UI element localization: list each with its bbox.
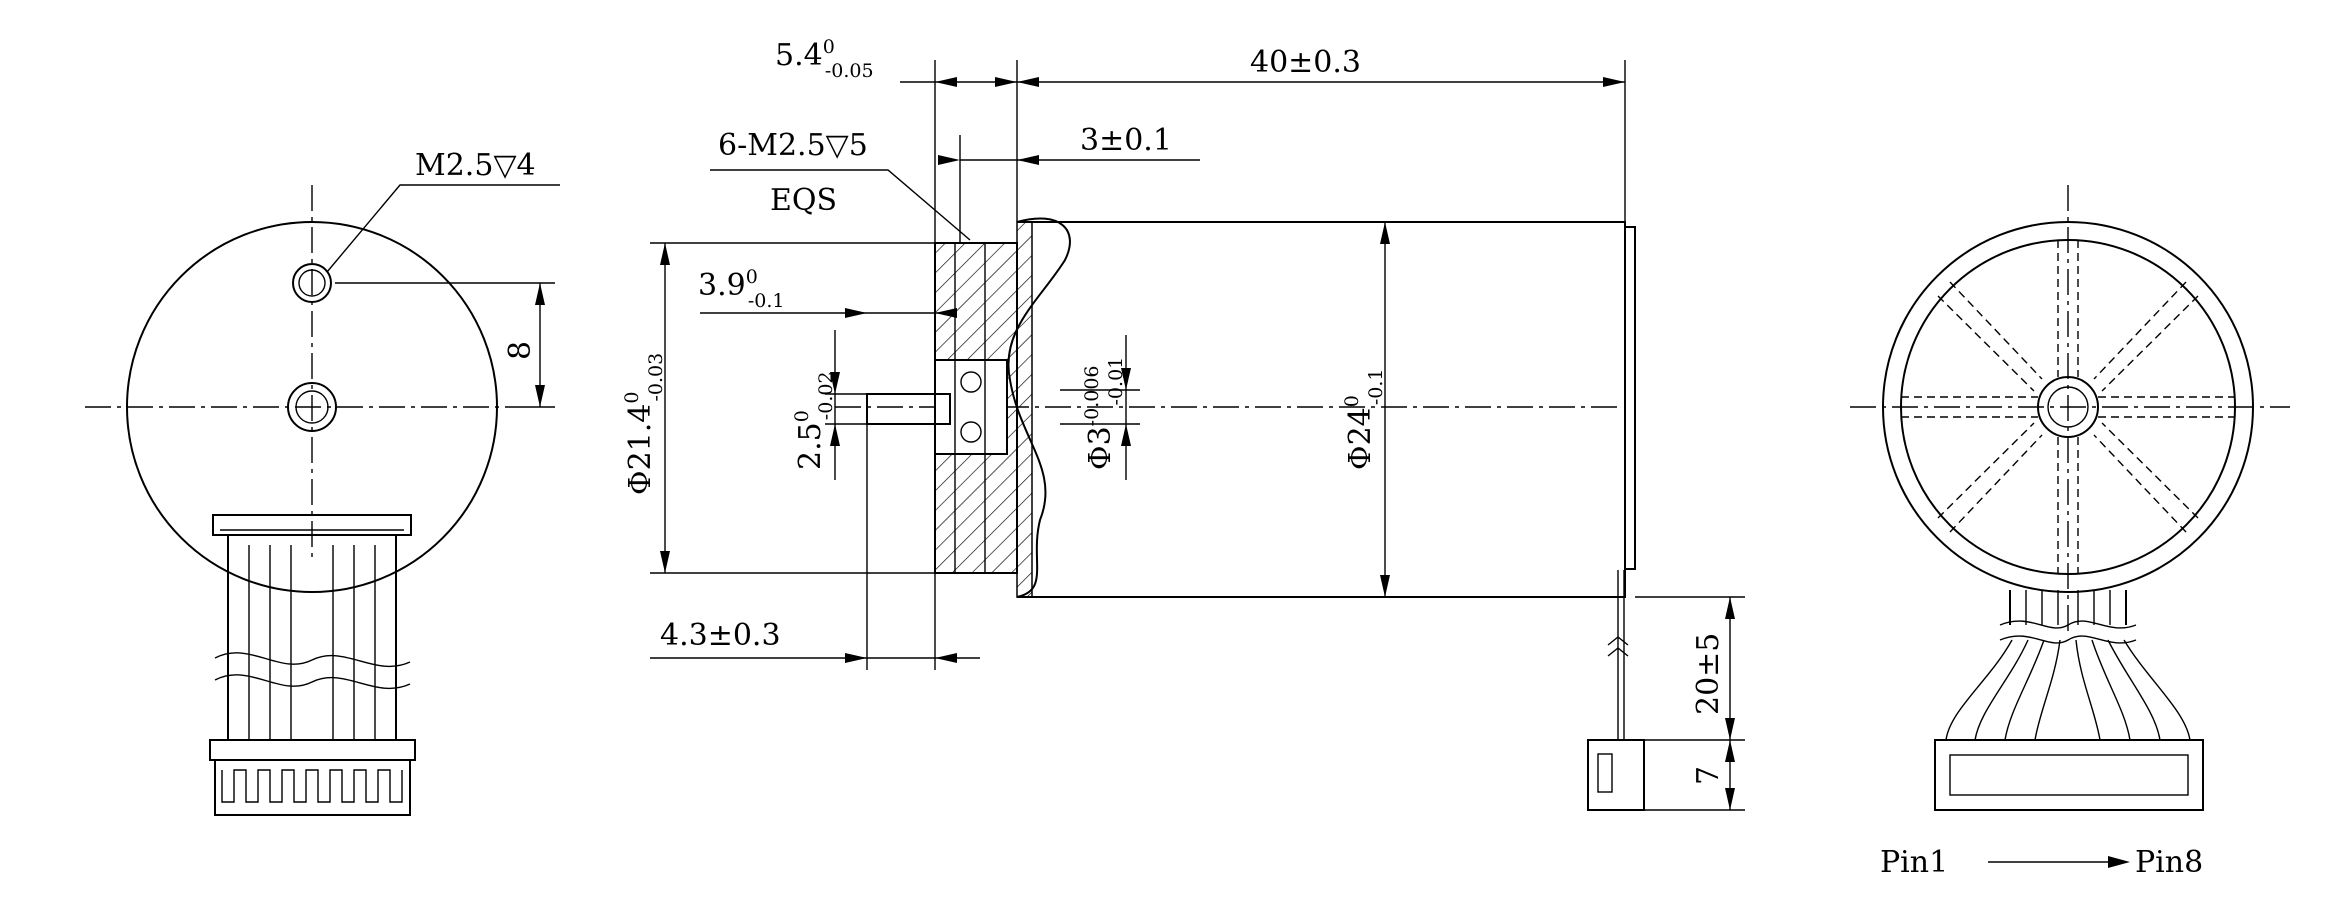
dim-shaftlen-arrow-b [935,308,957,318]
front-ribbon [214,535,411,740]
side-bearing-ball-bot [960,421,982,443]
dim-conn-label: 7 [1691,766,1726,785]
eqs-label: EQS [770,183,837,218]
dim-boss-arrow-b [1017,155,1039,165]
front-dim8-label: 8 [503,341,538,360]
side-view: 5.40-0.05 40±0.3 3±0.1 6-M2.5▽5 EQS Φ21.… [621,36,1745,811]
rear-hub-outer [2037,376,2099,438]
dim-body-arrow-b [1603,77,1625,87]
rear-view: Pin1 Pin8 [1850,185,2290,880]
front-dim8-arrow-bot [535,385,545,407]
front-mount-hole-inner [298,269,326,297]
dim-flange-arrow-a [935,77,957,87]
side-lead-connector [1587,739,1645,811]
dim-flat-arrow-bot [830,424,840,446]
dim-lead-arrow-top [1725,597,1735,619]
front-shaft-inner [295,390,329,424]
dim-shaftdia-label: Φ3-0.006-0.01 [1081,357,1127,470]
dim-flat-label: 2.50-0.02 [791,371,837,470]
side-body-front-hatch [1016,221,1033,598]
dim-bodydia-arrow-bot [1380,575,1390,597]
rear-wire-bundle [1945,590,2191,741]
dim-lead-arrow-mid-b [1725,740,1735,762]
side-lead-connector-tab [1597,753,1613,793]
six-m25-label: 6-M2.5▽5 [718,128,868,163]
rear-pin-arrow-head [2108,856,2130,868]
front-dim8-arrow-top [535,283,545,305]
front-connector [209,739,416,816]
front-m25-leader [326,184,560,273]
dim-boss-label: 3±0.1 [1080,123,1172,158]
dim-lead-arrow-bot [1725,788,1735,810]
rear-hub-inner [2047,386,2089,428]
rear-outer-circle [1882,221,2254,593]
dim-shaftdia-arrow-top [1121,368,1131,390]
rear-spokes [1901,240,2235,574]
side-bearing [934,359,1008,455]
front-m25-label: M2.5▽4 [415,148,536,183]
six-m25-leader [710,169,971,241]
front-cable-exit [212,514,412,536]
dim-bodydia-label: Φ240-0.1 [1341,368,1387,470]
dim-flange-arrow-b [995,77,1017,87]
dim-flange-label: 5.40-0.05 [775,36,874,82]
rear-pin8-label: Pin8 [2135,845,2203,880]
side-rear-cap [1624,226,1636,570]
side-lead-break [1607,636,1629,657]
dim-bossdia-label: Φ21.40-0.03 [621,353,667,495]
dim-ext-arrow-a [845,653,867,663]
front-mount-hole-outer [292,263,332,303]
side-shaft [866,393,951,425]
dim-ext-arrow-b [935,653,957,663]
rear-pin1-label: Pin1 [1880,845,1948,880]
front-body-circle [126,221,498,593]
dim-body-label: 40±0.3 [1250,45,1361,80]
dim-lead-label: 20±5 [1691,633,1726,715]
dim-shaftlen-label: 3.90-0.1 [698,266,784,312]
dim-bodydia-arrow-top [1380,222,1390,244]
rear-connector [1934,739,2204,811]
rear-inner-circle [1900,239,2236,575]
dim-bossdia-arrow-top [660,243,670,265]
dim-shaftlen-arrow-a [845,308,867,318]
dim-boss-arrow-a [938,155,960,165]
dim-ext-label: 4.3±0.3 [660,618,781,653]
side-body-outline [1017,221,1626,598]
dim-body-arrow-a [1017,77,1039,87]
front-view: M2.5▽4 8 [85,148,560,816]
side-body-break [1007,217,1071,598]
dim-flat-arrow-top [830,372,840,394]
rear-connector-inner [1949,754,2189,796]
dim-lead-arrow-mid-a [1725,718,1735,740]
dim-bossdia-arrow-bot [660,551,670,573]
front-shaft-outer [287,382,337,432]
dim-shaftdia-arrow-bot [1121,424,1131,446]
side-bearing-ball-top [960,371,982,393]
